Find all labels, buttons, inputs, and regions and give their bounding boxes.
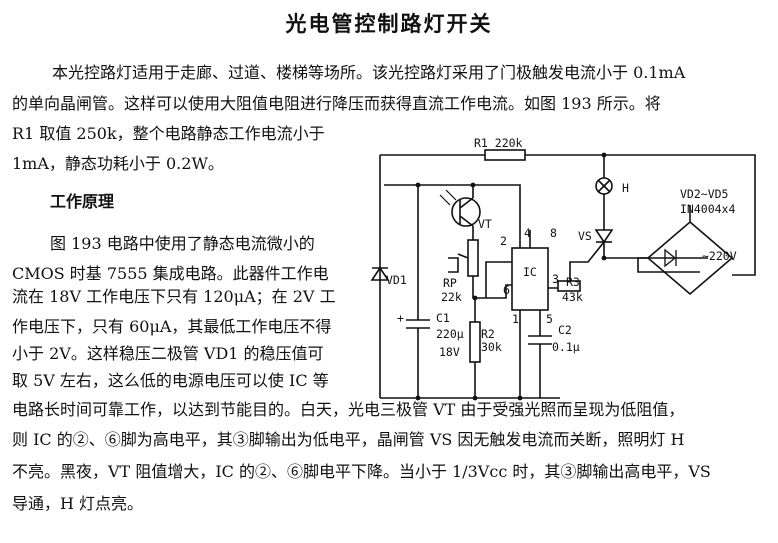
rp-value: 22k xyxy=(441,290,462,304)
body-left-line-1: 图 193 电路中使用了静态电流微小的 xyxy=(50,234,315,253)
section-heading: 工作原理 xyxy=(50,192,115,211)
c1-voltage: 18V xyxy=(439,345,460,359)
ac-label: ~220V xyxy=(702,249,737,263)
r1-label: R1 220k xyxy=(474,136,523,150)
c2-value: 0.1μ xyxy=(552,340,580,354)
body-line-2: 则 IC 的②、⑥脚为高电平，其③脚输出为低电平，晶闸管 VS 因无触发电流而关… xyxy=(12,430,685,449)
vd1-label: VD1 xyxy=(386,273,407,287)
vt-label: VT xyxy=(478,217,492,231)
r3-label: R3 xyxy=(566,275,580,289)
r1-resistor xyxy=(484,149,526,161)
page-title: 光电管控制路灯开关 xyxy=(285,12,493,36)
r3-value: 43k xyxy=(562,290,583,304)
ic-pin-3: 3 xyxy=(552,272,559,286)
body-line-1: 电路长时间可靠工作，以达到节能目的。白天，光电三极管 VT 由于受强光照而呈现为… xyxy=(12,400,685,419)
intro-line-2: 的单向晶闸管。这样可以使用大阻值电阻进行降压而获得直流工作电流。如图 193 所… xyxy=(12,94,661,113)
body-left-line-2: CMOS 时基 7555 集成电路。此器件工作电 xyxy=(12,264,329,283)
r2-value: 30k xyxy=(481,340,502,354)
vs-label: VS xyxy=(578,229,592,243)
ic-pin-2: 2 xyxy=(500,234,507,248)
intro-line-1: 本光控路灯适用于走廊、过道、楼梯等场所。该光控路灯采用了门极触发电流小于 0.1… xyxy=(52,63,686,82)
intro-line-3: R1 取值 250k，整个电路静态工作电流小于 xyxy=(12,124,325,143)
ic-pin-6: 6 xyxy=(503,283,510,297)
body-line-3: 不亮。黑夜，VT 阻值增大，IC 的②、⑥脚电平下降。当小于 1/3Vcc 时，… xyxy=(12,462,711,481)
ic-pin-8: 8 xyxy=(550,226,557,240)
ic-pin-1: 1 xyxy=(512,312,519,326)
body-line-4: 导通，H 灯点亮。 xyxy=(12,494,144,513)
c1-value: 220μ xyxy=(436,327,464,341)
ic-pin-4: 4 xyxy=(524,226,531,240)
rp-label: RP xyxy=(443,276,457,290)
bridge-label: VD2~VD5 xyxy=(680,187,728,201)
c1-plus: + xyxy=(397,311,404,325)
c2-label: C2 xyxy=(558,323,572,337)
body-left-line-6: 取 5V 左右，这么低的电源电压可以使 IC 等 xyxy=(12,371,329,390)
diode-type-label: IN4004x4 xyxy=(680,202,735,216)
body-left-line-5: 小于 2V。这样稳压二极管 VD1 的稳压值可 xyxy=(12,344,324,363)
r2-label: R2 xyxy=(481,327,495,341)
body-left-line-4: 作电压下，只有 60μA，其最低工作电压不得 xyxy=(12,317,332,336)
ic-pin-5: 5 xyxy=(546,312,553,326)
lamp-label: H xyxy=(622,181,629,195)
intro-line-4: 1mA，静态功耗小于 0.2W。 xyxy=(12,154,224,173)
c1-label: C1 xyxy=(436,311,450,325)
body-left-line-3: 流在 18V 工作电压下只有 120μA；在 2V 工 xyxy=(12,287,336,306)
ic-label: IC xyxy=(523,265,537,279)
